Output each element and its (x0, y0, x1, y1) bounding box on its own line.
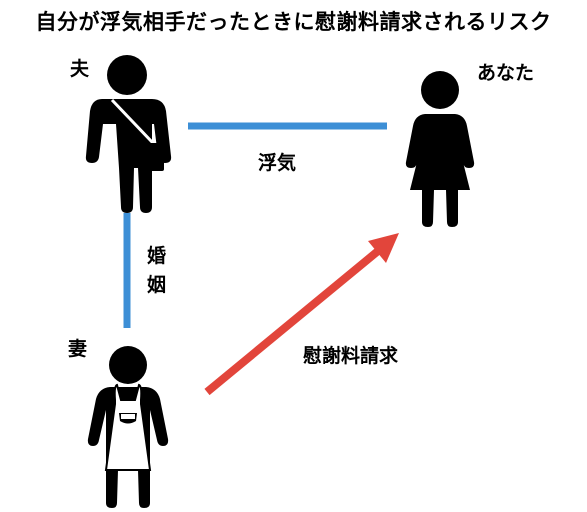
marriage-label-top: 婚 (147, 245, 167, 267)
you-figure-icon (405, 71, 475, 227)
you-label: あなた (477, 62, 535, 84)
diagram-title: 自分が浮気相手だったときに慰謝料請求されるリスク (35, 10, 552, 34)
wife-label: 妻 (68, 338, 88, 360)
claim-label: 慰謝料請求 (303, 345, 399, 367)
husband-label: 夫 (70, 58, 90, 80)
wife-figure-icon (87, 346, 169, 508)
marriage-label-bottom: 姻 (147, 274, 167, 296)
affair-label: 浮気 (258, 152, 297, 174)
husband-figure-icon (85, 55, 172, 213)
claim-arrow (204, 233, 399, 396)
